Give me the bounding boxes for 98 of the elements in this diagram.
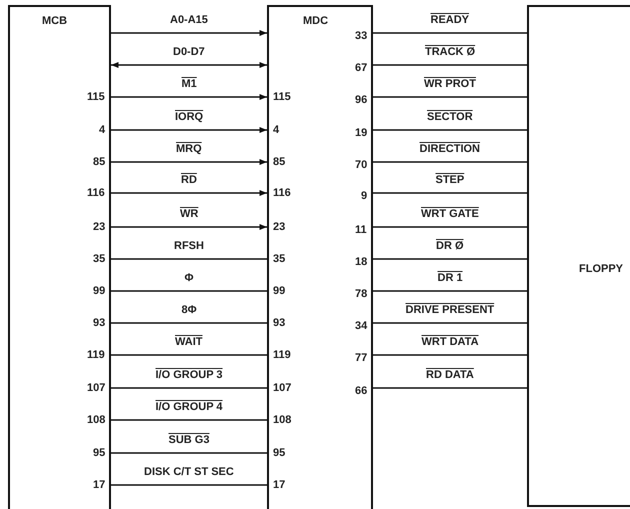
signal-line	[111, 452, 267, 454]
signal-line	[111, 30, 267, 36]
signal-line	[111, 322, 267, 324]
pin-number: 23	[273, 221, 286, 233]
signal-line	[373, 354, 527, 356]
signal-name: STEP	[436, 174, 464, 186]
pin-number: 95	[273, 447, 286, 459]
pin-number: 4	[273, 124, 280, 136]
pin-number: 33	[355, 30, 368, 42]
pin-number: 35	[93, 253, 106, 265]
signal-name: RD DATA	[426, 369, 474, 381]
signal-name: Φ	[184, 272, 194, 284]
signal-line	[111, 419, 267, 421]
pin-number: 11	[355, 224, 367, 236]
signal-name: I/O GROUP 4	[156, 401, 223, 413]
signal-line	[373, 387, 527, 389]
signal-name: SECTOR	[427, 111, 473, 123]
signal-name: MRQ	[176, 143, 202, 155]
pin-number: 23	[93, 221, 106, 233]
signal-line	[373, 226, 527, 228]
signal-line	[111, 224, 267, 230]
signal-name: SUB G3	[168, 434, 210, 446]
signal-line	[373, 96, 527, 98]
module-box	[267, 5, 373, 509]
pin-number: 93	[273, 317, 286, 329]
pin-number: 67	[355, 62, 368, 74]
signal-name: RD	[181, 174, 197, 186]
signal-name: DIRECTION	[420, 143, 480, 155]
pin-number: 116	[87, 187, 105, 199]
pin-number: 107	[273, 382, 292, 394]
pin-number: 99	[93, 285, 106, 297]
signal-line	[111, 484, 267, 486]
signal-name: 8Φ	[182, 304, 197, 316]
signal-line	[111, 387, 267, 389]
signal-name: WR PROT	[424, 78, 476, 90]
pin-number: 108	[273, 414, 292, 426]
signal-line	[111, 94, 267, 100]
pin-number: 108	[87, 414, 106, 426]
pin-number: 96	[355, 94, 368, 106]
signal-name: RFSH	[174, 240, 204, 252]
pin-number: 66	[355, 385, 368, 397]
signal-name: TRACK Ø	[425, 46, 476, 58]
signal-line	[373, 290, 527, 292]
signal-name: DR 1	[438, 272, 463, 284]
module-box	[527, 5, 630, 507]
pin-number: 99	[273, 285, 286, 297]
pin-number: 93	[93, 317, 106, 329]
module-box	[8, 5, 111, 509]
pin-number: 35	[273, 253, 286, 265]
signal-name: IORQ	[175, 111, 204, 123]
signal-line	[111, 127, 267, 133]
signal-line	[111, 354, 267, 356]
signal-line	[373, 32, 527, 34]
signal-name: A0-A15	[170, 14, 208, 26]
signal-name: WR	[180, 208, 198, 220]
signal-line	[111, 190, 267, 196]
pin-number: 9	[361, 190, 368, 202]
signal-line	[373, 322, 527, 324]
signal-line	[111, 159, 267, 165]
signal-line	[373, 64, 527, 66]
signal-line	[373, 161, 527, 163]
pin-number: 119	[273, 349, 291, 361]
signal-name: WRT GATE	[421, 208, 479, 220]
pin-number: 18	[355, 256, 368, 268]
signal-line	[111, 290, 267, 292]
pin-number: 85	[93, 156, 106, 168]
module-label: FLOPPY	[579, 263, 624, 275]
pin-number: 85	[273, 156, 286, 168]
signal-line	[373, 192, 527, 194]
pin-number: 4	[99, 124, 106, 136]
signal-name: I/O GROUP 3	[156, 369, 223, 381]
pin-number: 78	[355, 288, 368, 300]
signal-line	[373, 258, 527, 260]
signal-name: WAIT	[175, 336, 202, 348]
pin-number: 77	[355, 352, 368, 364]
pin-number: 95	[93, 447, 106, 459]
pin-number: 115	[87, 91, 105, 103]
signal-name: READY	[430, 14, 470, 26]
pin-number: 116	[273, 187, 291, 199]
module-label: MCB	[42, 15, 68, 27]
signal-line	[111, 258, 267, 260]
signal-name: D0-D7	[173, 46, 205, 58]
pin-number: 119	[87, 349, 105, 361]
signal-name: DR Ø	[436, 240, 464, 252]
pin-number: 107	[87, 382, 106, 394]
pin-number: 70	[355, 159, 368, 171]
pin-number: 115	[273, 91, 291, 103]
signal-line	[111, 62, 267, 68]
pin-number: 19	[355, 127, 368, 139]
pin-number: 17	[93, 479, 106, 491]
signal-name: M1	[182, 78, 197, 90]
signal-name: DISK C/T ST SEC	[144, 466, 234, 478]
pin-number: 17	[273, 479, 286, 491]
module-label: MDC	[303, 15, 328, 27]
pin-number: 34	[355, 320, 368, 332]
signal-name: DRIVE PRESENT	[406, 304, 494, 316]
signal-line	[373, 129, 527, 131]
signal-name: WRT DATA	[422, 336, 479, 348]
